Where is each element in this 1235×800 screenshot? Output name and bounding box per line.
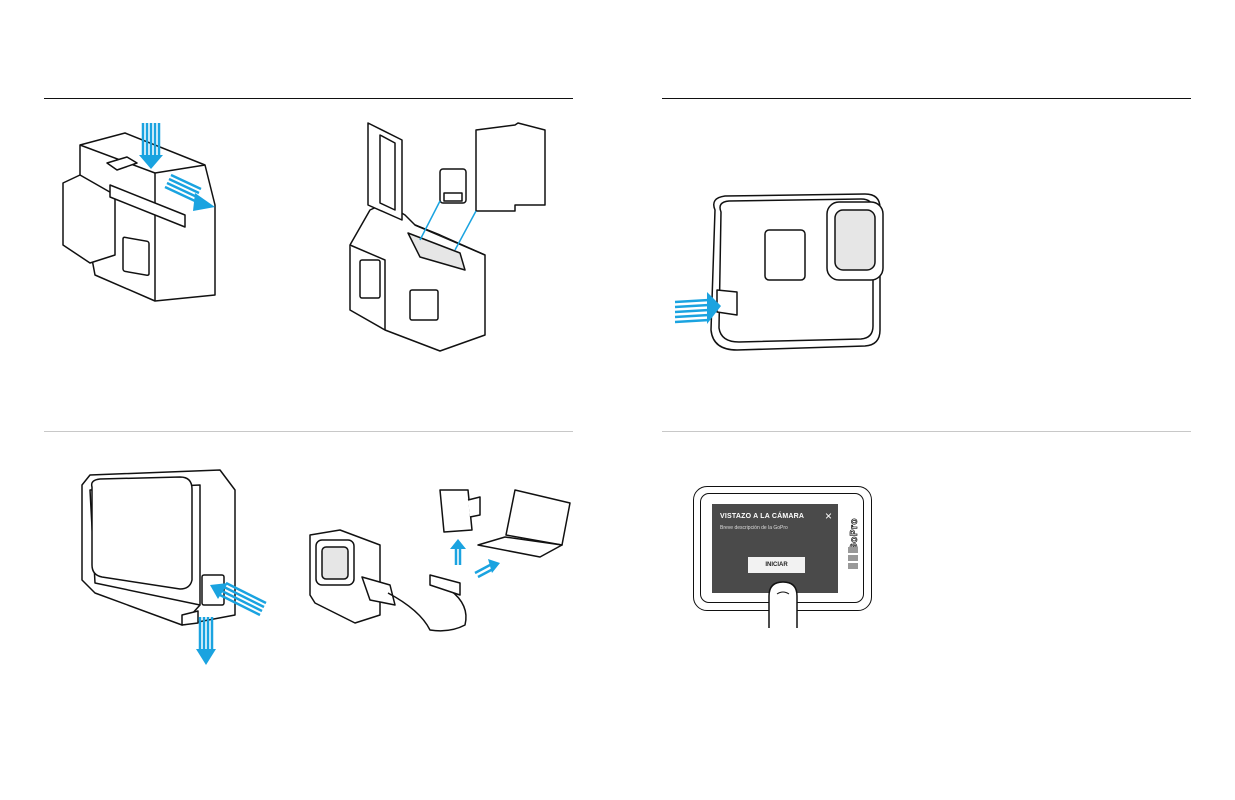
insert-card-battery-illustration (349, 122, 546, 352)
side-door-illustration (81, 469, 267, 665)
close-icon[interactable]: × (824, 509, 832, 523)
touchscreen-display: VISTAZO A LA CÁMARA × Breve descripción … (712, 504, 838, 593)
power-button-illustration (674, 193, 884, 351)
logo-blocks (848, 547, 858, 569)
section-rule-bottom-left (44, 431, 573, 432)
screen-subtitle: Breve descripción de la GoPro (720, 525, 788, 531)
section-rule-top-left (44, 98, 573, 99)
finger-icon (768, 581, 798, 628)
charging-illustration (309, 489, 571, 632)
open-door-illustration (62, 123, 216, 302)
start-button[interactable]: INICIAR (748, 557, 805, 573)
screen-title: VISTAZO A LA CÁMARA (720, 513, 805, 520)
section-rule-bottom-right (662, 431, 1191, 432)
section-rule-top-right (662, 98, 1191, 99)
